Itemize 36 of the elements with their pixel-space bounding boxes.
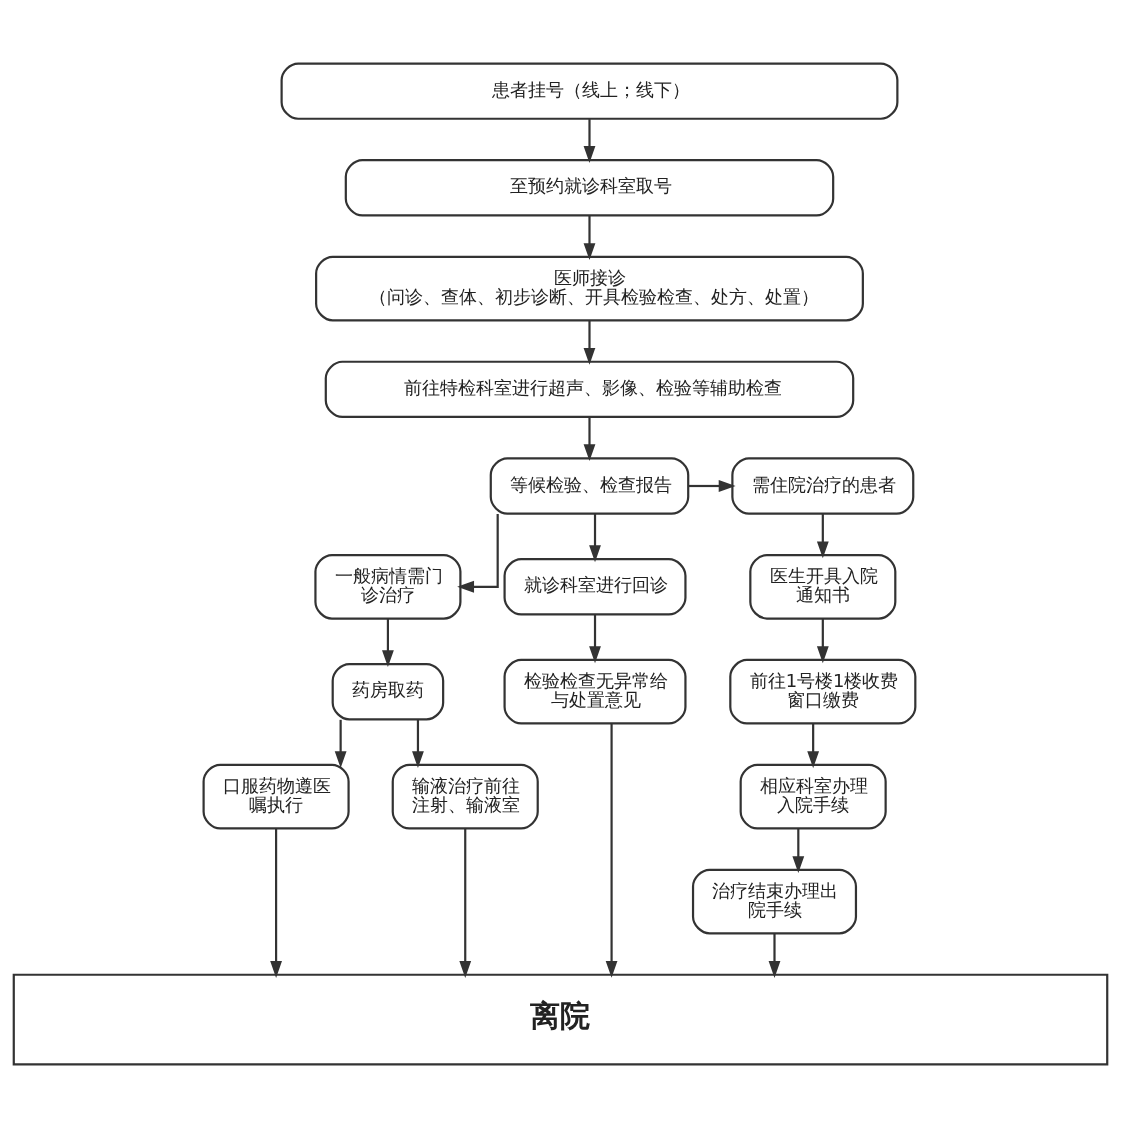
- node-box: 需住院治疗的患者: [731, 457, 915, 515]
- node-box: 医师接诊 （问诊、查体、初步诊断、开具检验检查、处方、处置）: [315, 255, 864, 322]
- arrow: [816, 514, 829, 559]
- arrow: [270, 828, 282, 978]
- arrow: [334, 719, 347, 769]
- arrow: [589, 614, 601, 664]
- node-box: 一般病情需门诊治疗: [314, 553, 462, 620]
- node-box: 患者挂号（线上；线下）: [280, 62, 899, 120]
- arrow: [583, 417, 596, 462]
- node-box: 药房取药: [331, 663, 445, 721]
- node-box: 治疗结束办理出院手续: [691, 868, 858, 935]
- arrow: [688, 480, 736, 492]
- node-box: 口服药物遵医嘱执行: [202, 763, 350, 830]
- arrow: [605, 723, 618, 978]
- arrow: [768, 933, 781, 978]
- node-box: 输液治疗前往注射、输液室: [391, 763, 539, 830]
- node-box: 前往1号楼1楼收费窗口缴费: [729, 658, 917, 725]
- arrow: [583, 320, 596, 365]
- arrow: [382, 618, 394, 668]
- node-box: 等候检验、检查报告: [489, 457, 690, 515]
- node-box: 离院: [12, 973, 1109, 1066]
- node-box: 前往特检科室进行超声、影像、检验等辅助检查: [324, 360, 855, 419]
- arrow: [412, 719, 424, 769]
- arrow: [457, 514, 499, 593]
- node-box: 就诊科室进行回诊: [503, 558, 687, 616]
- arrow: [589, 514, 601, 563]
- node-box: 检验检查无异常给与处置意见: [503, 658, 687, 725]
- arrow: [583, 215, 596, 261]
- node-box: 医生开具入院通知书: [749, 553, 897, 620]
- arrow: [583, 119, 596, 163]
- arrow: [816, 618, 829, 664]
- arrow: [792, 828, 805, 874]
- arrow: [807, 723, 820, 769]
- node-box: 相应科室办理入院手续: [739, 763, 887, 830]
- arrow: [459, 828, 472, 978]
- node-box: 至预约就诊科室取号: [344, 159, 835, 217]
